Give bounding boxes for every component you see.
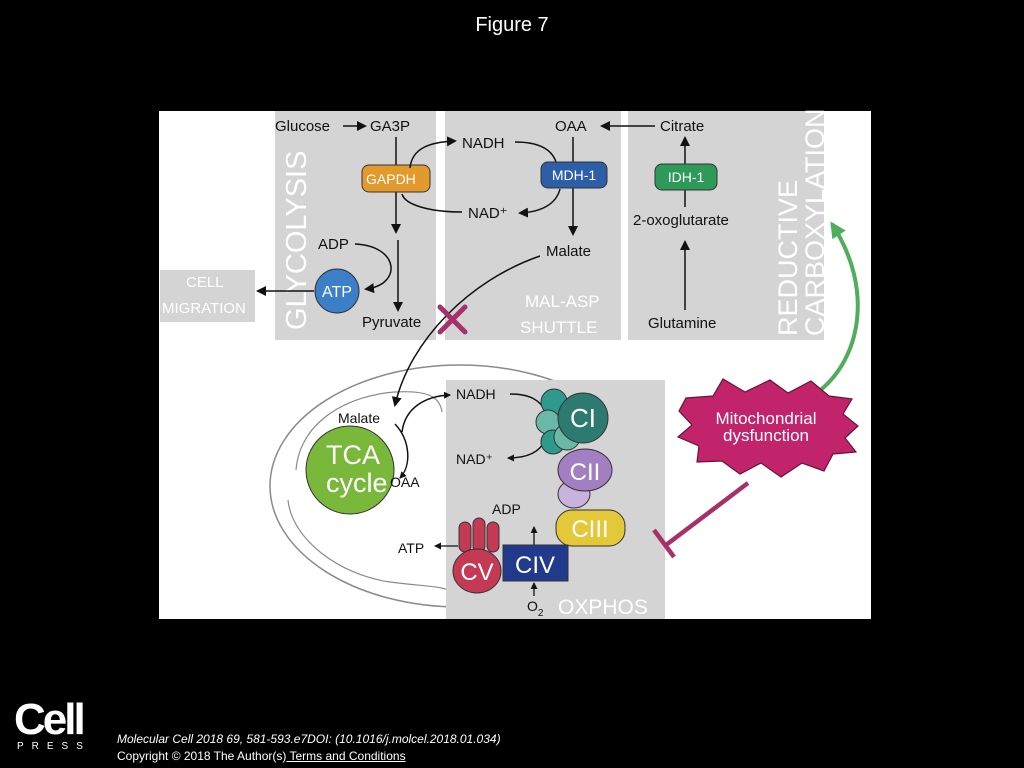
oxoglutarate-label: 2-oxoglutarate <box>633 212 729 229</box>
cell-label-1: CELL <box>186 274 224 291</box>
cv-label: CV <box>460 559 493 586</box>
dysfunction-label-1: Mitochondrial <box>715 409 816 428</box>
adp-label: ADP <box>318 236 349 253</box>
oxphos-label: OXPHOS <box>558 596 648 619</box>
cell-migration-box <box>160 270 255 322</box>
inhibition-line <box>664 481 750 547</box>
nad-label: NAD⁺ <box>468 205 508 222</box>
logo-sub-text: PRESS <box>17 741 91 752</box>
ciii-label: CIII <box>571 516 608 543</box>
gapdh-enzyme <box>361 164 431 193</box>
complex-iii <box>555 509 626 547</box>
cristae-membrane <box>287 391 449 591</box>
green-activation-arrow <box>816 221 860 394</box>
citrate-label: Citrate <box>660 118 704 135</box>
gapdh-nadh-arrow <box>409 136 457 169</box>
tca-label-1: TCA <box>326 440 380 470</box>
reductive-carboxylation-box <box>628 111 824 340</box>
dysfunction-label-2: dysfunction <box>723 426 809 445</box>
civ-label: CIV <box>515 552 555 579</box>
cell-press-logo: Cell PRESS <box>14 695 91 753</box>
terms-link[interactable]: Terms and Conditions <box>286 749 406 763</box>
gapdh-label: GAPDH <box>366 171 416 187</box>
cii-label: CII <box>570 459 601 486</box>
citation-block: Molecular Cell 2018 69, 581-593.e7DOI: (… <box>117 731 501 765</box>
mal-asp-shuttle-box <box>445 111 621 340</box>
mdh-nad-arrow <box>518 188 561 218</box>
atp-label: ATP <box>322 284 352 301</box>
nadh-mdh-arrow <box>514 141 557 163</box>
idh1-enzyme <box>654 163 718 191</box>
mito-malate-label: Malate <box>338 410 380 426</box>
malate-label: Malate <box>546 243 591 260</box>
complex-ii <box>557 448 613 509</box>
nad-gapdh-arrow <box>401 193 463 213</box>
ci-label: CI <box>570 403 596 433</box>
mito-nad-label: NAD⁺ <box>456 451 493 467</box>
mdh1-enzyme <box>540 161 608 189</box>
atp-circle <box>314 268 360 314</box>
mito-oaa-label: OAA <box>390 474 420 490</box>
inhibition-x-mark <box>437 304 468 335</box>
complex-i <box>535 388 609 455</box>
citation-text: Molecular Cell 2018 69, 581-593.e7DOI: (… <box>117 732 501 746</box>
mdh1-label: MDH-1 <box>552 167 597 183</box>
glucose-label: Glucose <box>275 118 330 135</box>
mitochondrial-dysfunction-starburst <box>676 378 859 478</box>
oaa-label: OAA <box>555 118 587 135</box>
adp-atp-arrow <box>354 243 392 294</box>
idh1-label: IDH-1 <box>668 169 705 185</box>
nadh-label: NADH <box>462 135 505 152</box>
mito-atp-label: ATP <box>398 540 424 556</box>
figure-title: Figure 7 <box>475 14 549 36</box>
complex-v <box>452 517 502 594</box>
o2-label: O2 <box>527 598 544 619</box>
complex-iv <box>502 544 569 582</box>
logo-main-text: Cell <box>14 695 86 744</box>
mito-nadh-label: NADH <box>456 386 496 402</box>
inhibition-bar <box>652 528 676 559</box>
ga3p-label: GA3P <box>370 118 410 135</box>
tca-label-2: cycle <box>326 468 388 498</box>
pyruvate-label: Pyruvate <box>362 314 421 331</box>
tca-circle-arrow <box>394 423 409 479</box>
glycolysis-label: GLYCOLYSIS <box>281 151 313 330</box>
copyright-line: Copyright © 2018 The Author(s) Terms and… <box>117 748 501 765</box>
mal-asp-label-2: SHUTTLE <box>520 318 597 337</box>
tca-nadh-arrow <box>401 391 451 433</box>
mal-asp-label-1: MAL-ASP <box>525 292 600 311</box>
reductive-label-2: CARBOXYLATION <box>800 108 830 336</box>
reductive-label-1: REDUCTIVE <box>773 180 803 336</box>
copyright-text: Copyright © 2018 The Author(s) <box>117 749 287 763</box>
cell-label-2: MIGRATION <box>162 300 246 317</box>
tca-cycle-circle <box>305 425 395 515</box>
mito-adp-label: ADP <box>492 501 521 517</box>
glutamine-label: Glutamine <box>648 315 716 332</box>
